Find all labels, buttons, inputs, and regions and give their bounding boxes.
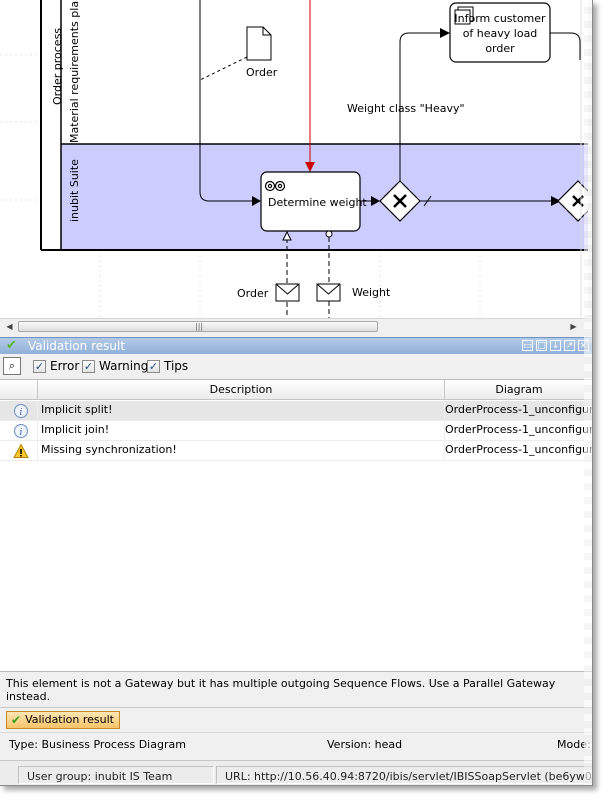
row-diagram: OrderProcess-1_unconfigured <box>445 403 593 416</box>
find-element-button[interactable]: ⌕ <box>3 357 21 375</box>
filter-error-label: Error <box>50 359 80 373</box>
checkmark-icon: ✔ <box>11 713 22 727</box>
scroll-right-icon[interactable]: ▶ <box>570 322 577 331</box>
column-icon-header[interactable] <box>0 380 38 400</box>
row-description: Implicit split! <box>41 403 113 416</box>
status-url: URL: http://10.56.40.94:8720/ibis/servle… <box>216 766 592 784</box>
checkbox-tips-box[interactable]: ✓ <box>147 359 160 373</box>
filter-warning-checkbox[interactable]: ✓ Warning <box>82 359 148 373</box>
scroll-left-icon[interactable]: ◀ <box>6 322 13 331</box>
task-inform-customer[interactable]: Inform customer of heavy load order <box>450 11 550 56</box>
gears-icon <box>264 180 286 192</box>
restore-icon[interactable]: ▭ <box>522 340 533 351</box>
window-icon[interactable]: □ <box>536 340 547 351</box>
table-header: Description Diagram <box>0 380 592 400</box>
checkbox-error-box[interactable]: ✓ <box>33 359 46 373</box>
validation-panel-title-bar: ✔ Validation result ▭ □ ↓ ↗ × <box>0 337 592 354</box>
svg-text:i: i <box>20 428 23 438</box>
task-inform-line-3: order <box>485 42 515 55</box>
tab-validation-result-label: Validation result <box>25 713 114 726</box>
message-weight-envelope-icon <box>316 283 341 302</box>
table-row[interactable]: i Implicit split! OrderProcess-1_unconfi… <box>0 401 593 421</box>
filter-tips-label: Tips <box>164 359 189 373</box>
info-icon: i <box>14 404 28 418</box>
tab-validation-result[interactable]: ✔ Validation result <box>6 711 120 729</box>
data-object-order-shape <box>246 26 272 61</box>
checkmark-icon: ✔ <box>6 338 17 353</box>
task-inform-line-1: Inform customer <box>454 12 546 25</box>
status-user-group: User group: inubit IS Team <box>18 766 214 784</box>
table-row[interactable]: Missing synchronization! OrderProcess-1_… <box>0 441 593 461</box>
flow-heavy-label: Weight class "Heavy" <box>347 102 465 115</box>
row-description: Implicit join! <box>41 423 110 436</box>
filter-error-checkbox[interactable]: ✓ Error <box>33 359 79 373</box>
table-row[interactable]: i Implicit join! OrderProcess-1_unconfig… <box>0 421 593 441</box>
validation-toolbar: ⌕ ✓ Error ✓ Warning ✓ Tips <box>0 355 592 377</box>
svg-text:i: i <box>20 408 23 418</box>
warning-icon <box>13 443 29 458</box>
diagram-canvas[interactable]: Order process Material requirements plan… <box>0 0 588 318</box>
pin-icon[interactable]: ↓ <box>550 340 561 351</box>
pool-label: Order process <box>51 27 64 105</box>
message-order-label: Order <box>237 287 269 300</box>
status-bar: User group: inubit IS Team URL: http://1… <box>0 760 592 785</box>
scroll-thumb[interactable]: ||| <box>18 321 378 332</box>
validation-message: This element is not a Gateway but it has… <box>0 671 592 706</box>
row-diagram: OrderProcess-1_unconfigured <box>445 423 593 436</box>
task-determine-weight[interactable]: Determine weight <box>268 196 367 209</box>
column-description-header[interactable]: Description <box>38 380 445 400</box>
horizontal-scrollbar[interactable]: ◀ ||| ▶ <box>0 318 588 333</box>
bpmn-diagram <box>0 0 588 318</box>
send-task-icon <box>454 6 474 25</box>
checkbox-warning-box[interactable]: ✓ <box>82 359 95 373</box>
diagram-version: Version: head <box>327 738 403 751</box>
message-order-envelope-icon <box>275 283 300 302</box>
properties-bar: Type: Business Process Diagram Version: … <box>0 732 592 756</box>
application-window: Order process Material requirements plan… <box>0 0 593 786</box>
filter-tips-checkbox[interactable]: ✓ Tips <box>147 359 188 373</box>
diagram-mode: Mode: <box>557 738 591 751</box>
lane-inubit-label: inubit Suite <box>68 159 81 222</box>
data-object-order-label: Order <box>246 66 278 79</box>
diagram-type: Type: Business Process Diagram <box>9 738 186 751</box>
validation-panel-title: Validation result <box>28 339 126 353</box>
lane-material-label: Material requirements planne <box>68 0 81 143</box>
task-inform-line-2: of heavy load <box>462 27 538 40</box>
detach-icon[interactable]: ↗ <box>564 340 575 351</box>
row-diagram: OrderProcess-1_unconfigured <box>445 443 593 456</box>
validation-table: Description Diagram i Implicit split! Or… <box>0 379 593 671</box>
column-diagram-header[interactable]: Diagram <box>495 383 543 396</box>
info-icon: i <box>14 424 28 438</box>
filter-warning-label: Warning <box>99 359 149 373</box>
bottom-tab-bar: ✔ Validation result <box>0 707 592 731</box>
message-weight-label: Weight <box>352 286 391 299</box>
row-description: Missing synchronization! <box>41 443 177 456</box>
magnifier-icon: ⌕ <box>8 359 16 372</box>
